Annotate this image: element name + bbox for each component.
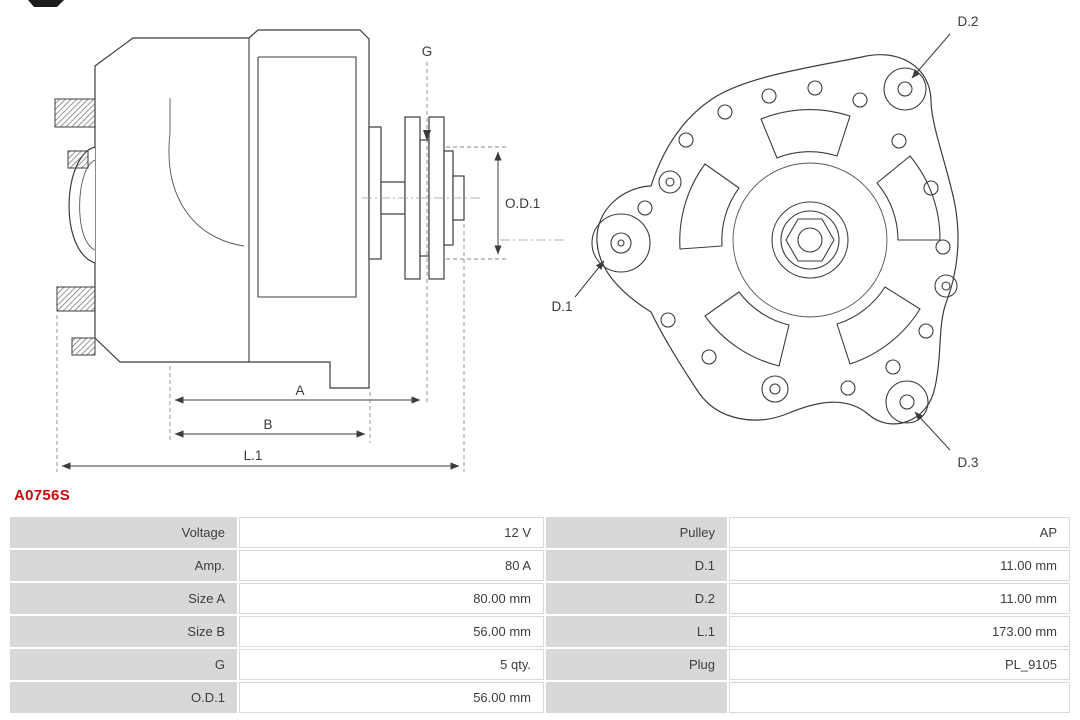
spec-label: G [10, 649, 237, 680]
side-view-drawing: G O.D.1 A B L.1 [54, 29, 540, 472]
spec-value: 56.00 mm [239, 682, 544, 713]
spec-value: 11.00 mm [729, 583, 1070, 614]
spec-value: 11.00 mm [729, 550, 1070, 581]
spec-label: L.1 [546, 616, 727, 647]
part-number: A0756S [14, 487, 71, 504]
dim-label-od1: O.D.1 [505, 196, 540, 211]
spec-value: 56.00 mm [239, 616, 544, 647]
spec-table: Voltage 12 V Pulley AP Amp. 80 A D.1 11.… [10, 517, 1070, 713]
spec-label: Voltage [10, 517, 237, 548]
spec-value: 5 qty. [239, 649, 544, 680]
spec-label: Size A [10, 583, 237, 614]
dim-label-d2: D.2 [957, 14, 978, 29]
stud-top [54, 98, 96, 128]
mounting-holes [591, 67, 958, 424]
stud-bottom [71, 337, 96, 356]
spec-value: 80 A [239, 550, 544, 581]
spec-value [729, 682, 1070, 713]
dim-label-g: G [422, 44, 433, 59]
vent-slots [679, 109, 941, 367]
aspl-logo-partial [28, 0, 64, 7]
small-vent-holes [637, 80, 951, 396]
dim-label-b: B [263, 417, 272, 432]
spec-label: Amp. [10, 550, 237, 581]
dim-label-l1: L.1 [244, 448, 263, 463]
shaft-nut-hexagon [785, 218, 835, 262]
rear-view-drawing: D.2 D.1 D.3 [500, 14, 979, 470]
spec-label [546, 682, 727, 713]
dim-label-d3: D.3 [957, 455, 978, 470]
spec-label: D.2 [546, 583, 727, 614]
alternator-drawing-svg: G O.D.1 A B L.1 [28, 0, 979, 472]
spec-label: D.1 [546, 550, 727, 581]
spec-label: Pulley [546, 517, 727, 548]
spec-value: 12 V [239, 517, 544, 548]
spec-label: Plug [546, 649, 727, 680]
spec-value: 80.00 mm [239, 583, 544, 614]
spec-label: O.D.1 [10, 682, 237, 713]
spec-value: AP [729, 517, 1070, 548]
dim-label-d1: D.1 [551, 299, 572, 314]
dim-label-a: A [295, 383, 304, 398]
spec-value: PL_9105 [729, 649, 1070, 680]
stud-mid [67, 150, 89, 169]
stud-lower [56, 286, 96, 312]
spec-label: Size B [10, 616, 237, 647]
center-hub [732, 162, 888, 318]
technical-drawing: G O.D.1 A B L.1 [28, 0, 979, 472]
spec-value: 173.00 mm [729, 616, 1070, 647]
